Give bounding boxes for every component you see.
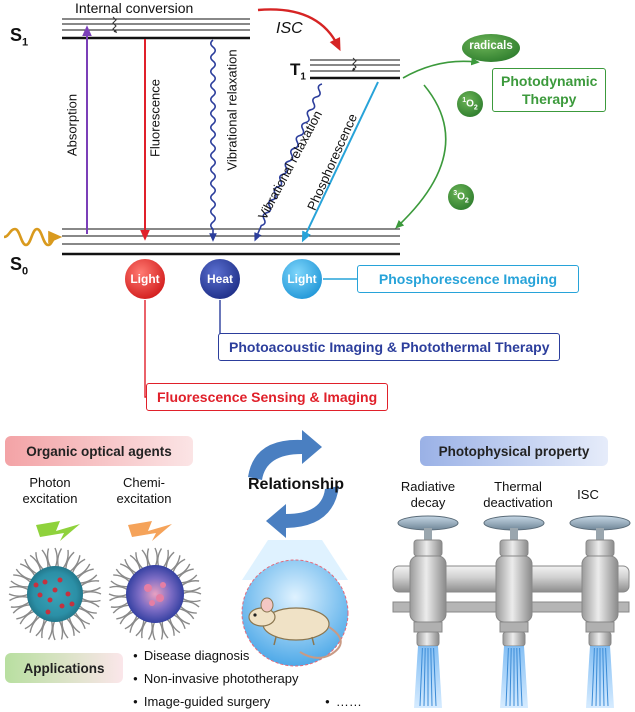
thermal-line-1: Thermal [494, 479, 542, 494]
thermal-line-2: deactivation [483, 495, 553, 510]
photon-line-2: excitation [22, 491, 78, 506]
applications-ribbon: Applications [5, 653, 123, 683]
radiative-decay-label: Radiative decay [396, 479, 460, 511]
vibrational-relaxation-arrow-1 [209, 39, 217, 242]
light-label-cyan: Light [287, 272, 317, 286]
green-lightning-icon [36, 521, 80, 541]
photodynamic-therapy-box: Photodynamic Therapy [492, 68, 607, 112]
mouse-icon [248, 597, 342, 659]
s1-label: S1 [10, 25, 29, 49]
app-image-guided-surgery: Image-guided surgery [133, 694, 270, 709]
relationship-arrow-top [248, 430, 322, 480]
fluorescence-label: Fluorescence [147, 78, 163, 158]
thermal-deactivation-label: Thermal deactivation [474, 479, 562, 511]
photon-excitation-label: Photon excitation [10, 475, 90, 507]
radiative-line-2: decay [410, 495, 446, 510]
t1-squiggle [351, 57, 357, 72]
triplet-oxygen-label: 3O2 [453, 190, 469, 205]
fluorescence-sensing-box: Fluorescence Sensing & Imaging [146, 383, 389, 411]
app-disease-diagnosis: Disease diagnosis [133, 648, 250, 663]
nanoparticle-photon [8, 547, 102, 641]
orange-lightning-icon [128, 521, 172, 541]
pdt-oxygen-arrow [395, 84, 447, 229]
singlet-oxygen-label: 1O2 [462, 97, 478, 112]
isc-arrow [257, 8, 341, 52]
light-label-red: Light [130, 272, 160, 286]
relationship-arrow-bottom [266, 486, 339, 538]
isc-label: ISC [276, 20, 303, 37]
organic-agents-ribbon: Organic optical agents [5, 436, 193, 466]
photon-line-1: Photon [29, 475, 71, 490]
singlet-oxygen-bubble [457, 91, 483, 117]
internal-conversion-label: Internal conversion [75, 0, 194, 16]
photodynamic-line-2: Therapy [522, 91, 577, 107]
vibrational-relaxation-arrow-2 [254, 83, 323, 242]
s0-label: S0 [10, 254, 29, 278]
t1-label: T1 [290, 60, 306, 83]
radiative-line-1: Radiative [400, 479, 456, 494]
app-more: …… [325, 694, 362, 709]
chemi-line-1: Chemi- [123, 475, 165, 490]
vibrational-relaxation-label-1: Vibrational relaxation [224, 49, 240, 171]
nanoparticle-chemi [108, 547, 202, 641]
radicals-bubble [462, 34, 520, 62]
radicals-label: radicals [469, 40, 513, 52]
photodynamic-line-1: Photodynamic [501, 73, 598, 89]
incoming-light-wave [3, 227, 63, 247]
absorption-label: Absorption [64, 93, 80, 157]
chemi-line-2: excitation [116, 491, 172, 506]
app-phototherapy: Non-invasive phototherapy [133, 671, 299, 686]
relationship-label: Relationship [247, 476, 344, 493]
s0-levels [62, 228, 400, 256]
chemi-excitation-label: Chemi- excitation [104, 475, 184, 507]
faucet-assembly [392, 515, 631, 708]
heat-label: Heat [206, 272, 233, 286]
phosphorescence-imaging-box: Phosphorescence Imaging [357, 265, 579, 293]
phosphorescence-arrow [301, 81, 379, 243]
pdt-radicals-arrow [402, 57, 480, 79]
isc-faucet-label: ISC [577, 487, 599, 502]
photophysical-ribbon: Photophysical property [420, 436, 608, 466]
ic-squiggle [112, 16, 118, 34]
photoacoustic-box: Photoacoustic Imaging & Photothermal The… [218, 333, 561, 361]
triplet-oxygen-bubble [448, 184, 474, 210]
s1-levels [62, 18, 250, 40]
